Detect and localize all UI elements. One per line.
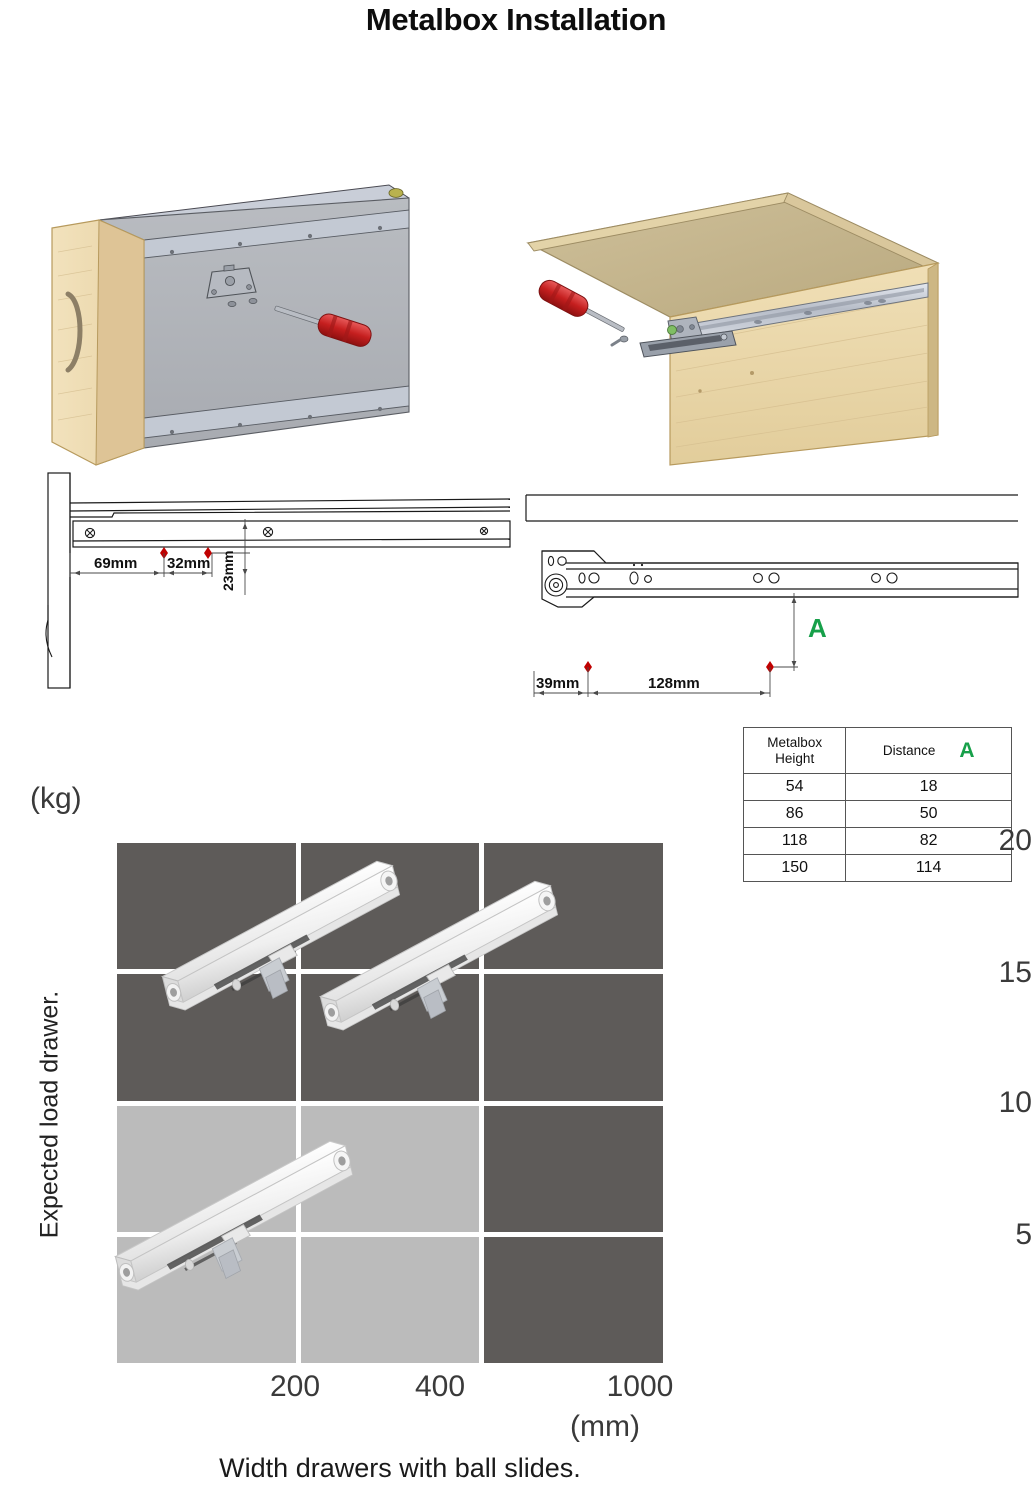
chart-cell: [117, 1105, 296, 1232]
y-axis-label: Expected load drawer.: [35, 990, 64, 1239]
figure-dimension-drawer-side: A 39mm 128mm: [520, 485, 1020, 715]
screw-icon: [610, 335, 629, 347]
table-row: 150 114: [742, 854, 1012, 883]
cell-height: 86: [742, 800, 847, 829]
chart-cell: [117, 1236, 296, 1363]
chart-cell: [117, 843, 296, 970]
chart-cell: [117, 974, 296, 1101]
drawer-handle-icon: [65, 291, 83, 373]
dim-69mm: 69mm: [94, 555, 137, 572]
ball-slide-rail: [639, 282, 929, 358]
chart-cell: [484, 1236, 663, 1363]
table-row: 86 50: [742, 800, 1012, 829]
header-distance-a: Distance A: [845, 726, 1012, 775]
x-axis-unit: (mm): [570, 1410, 640, 1443]
load-capacity-chart: (kg) 20 15 10 5 Expected load drawer.: [0, 770, 1032, 1500]
screwdriver-icon: [274, 305, 372, 347]
dim-32mm: 32mm: [167, 555, 210, 572]
x-tick-200: 200: [269, 1370, 321, 1403]
screwdriver-icon: [538, 279, 625, 332]
x-axis-label: Width drawers with ball slides.: [219, 1453, 581, 1483]
table-header-row: Metalbox Height Distance A: [742, 726, 1012, 775]
page-title: Metalbox Installation: [365, 2, 667, 37]
cell-distance: 114: [845, 854, 1012, 883]
svg-text:23mm: 23mm: [220, 551, 236, 591]
y-tick-5: 5: [1015, 1218, 1032, 1251]
cell-height: 150: [742, 854, 847, 883]
chart-cell: [484, 843, 663, 970]
cell-distance: 18: [845, 773, 1012, 802]
chart-cell: [300, 1236, 480, 1363]
figure-metalbox-drawer: [44, 180, 494, 466]
cell-height: 54: [742, 773, 847, 802]
table-row: 54 18: [742, 773, 1012, 802]
screw-position-marker: [584, 661, 774, 673]
green-a-marker: A: [959, 739, 975, 763]
metalbox-distance-table: Metalbox Height Distance A 54 18 86 50 1…: [742, 726, 1012, 883]
x-tick-1000: 1000: [606, 1370, 674, 1403]
chart-cell: [300, 1105, 480, 1232]
x-tick-400: 400: [414, 1370, 466, 1403]
screw-position-marker: [160, 547, 212, 559]
dim-A-label: A: [808, 613, 827, 643]
header-metalbox-height: Metalbox Height: [742, 726, 847, 775]
dim-39mm: 39mm: [536, 675, 579, 692]
y-tick-20: 20: [998, 824, 1032, 857]
chart-cell: [300, 843, 480, 970]
figure-dimension-cabinet-side: 23mm 69mm 32mm: [40, 465, 540, 705]
chart-grid: [117, 843, 663, 1363]
y-axis-unit: (kg): [30, 782, 82, 815]
y-tick-15: 15: [998, 956, 1032, 989]
dim-128mm: 128mm: [648, 675, 700, 692]
chart-cell: [484, 974, 663, 1101]
y-tick-10: 10: [998, 1086, 1032, 1119]
figure-cabinet-with-slide: [520, 185, 990, 466]
chart-cell: [300, 974, 480, 1101]
screw-icon: [227, 298, 258, 307]
chart-cell: [484, 1105, 663, 1232]
